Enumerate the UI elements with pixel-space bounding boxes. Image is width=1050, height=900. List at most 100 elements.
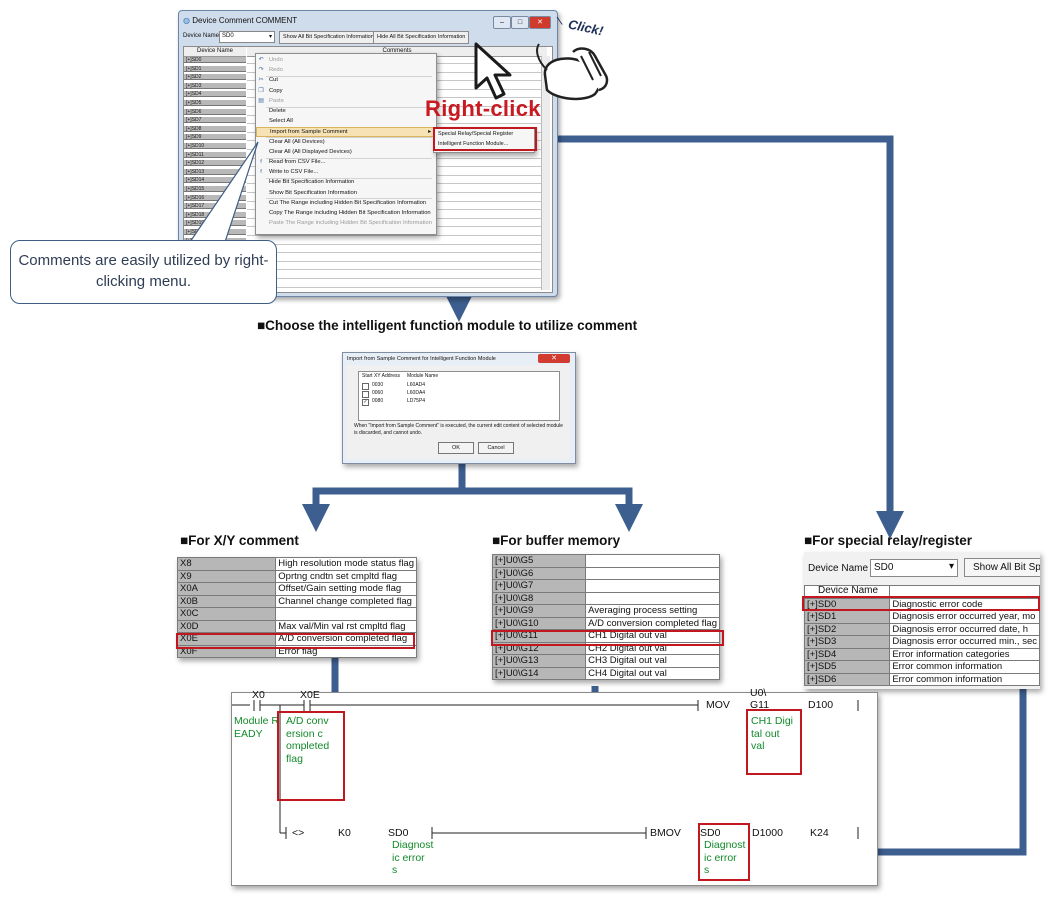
xy-row[interactable]: X0C [176,607,417,621]
comment-cell[interactable]: Diagnostic error code [889,597,1040,611]
context-menu-item[interactable]: ▤Paste [256,97,436,107]
device-cell: X9 [176,569,277,583]
show-all-bit-spec-button[interactable]: Show All Bit Specification Information [279,31,378,44]
grid-row-device[interactable]: [+]SD15 [184,186,246,192]
comment-cell[interactable]: Max val/Min val rst cmpltd flag [275,619,417,633]
bm-row[interactable]: [+]U0\G6 [491,566,720,580]
hide-all-bit-spec-button[interactable]: Hide All Bit Specification Information [373,31,470,44]
grid-row-device[interactable]: [+]SD9 [184,134,246,141]
grid-row-device[interactable]: [+]SD13 [184,168,246,175]
sr-device-name-select[interactable]: SD0 ▾ [870,559,958,577]
comment-cell[interactable]: Error information categories [889,647,1040,661]
comment-cell[interactable]: CH1 Digital out val [585,629,720,643]
comment-cell[interactable]: CH3 Digital out val [585,654,720,668]
comment-cell[interactable]: Diagnosis error occurred year, mo [889,610,1040,624]
comment-cell[interactable]: Error common information [889,660,1040,674]
grid-row-device[interactable]: [+]SD5 [184,100,246,106]
comment-cell[interactable] [585,554,720,568]
comment-cell[interactable]: Error common information [889,672,1040,686]
context-menu-item[interactable]: Show Bit Specification Information [256,189,436,199]
grid-row-device[interactable]: [+]SD1 [184,65,246,72]
context-menu-item[interactable]: Import from Sample Comment▸ [256,127,436,137]
grid-row-device[interactable]: [+]SD0 [184,57,246,63]
ok-button[interactable]: OK [438,442,474,454]
context-menu-item[interactable]: ✂Cut [256,76,436,86]
ladder-x0e-comment-line: flag [286,752,303,765]
comment-cell[interactable]: CH4 Digital out val [585,666,720,680]
comment-cell[interactable] [585,566,720,580]
module-checkbox[interactable] [362,383,369,390]
context-menu-item[interactable]: Hide Bit Specification Information [256,178,436,188]
comment-cell[interactable]: A/D conversion completed flag [585,616,720,630]
context-menu-item[interactable]: Clear All (All Displayed Devices) [256,148,436,158]
module-checkbox[interactable] [362,391,369,398]
context-menu-item[interactable]: Copy The Range including Hidden Bit Spec… [256,209,436,219]
bm-row[interactable]: [+]U0\G7 [491,579,720,593]
comment-cell[interactable]: High resolution mode status flag [275,557,417,571]
sr-show-all-button[interactable]: Show All Bit Spec [964,558,1040,577]
comment-cell[interactable]: Offset/Gain setting mode flag [275,582,417,596]
grid-row-device[interactable]: [+]SD6 [184,108,246,115]
bm-row[interactable]: [+]U0\G8 [491,591,720,605]
grid-row-device[interactable]: [+]SD10 [184,143,246,149]
ladder-x0e: X0E [300,689,320,701]
comment-cell[interactable]: Diagnosis error occurred min., sec [889,635,1040,649]
submenu-item-intelligent-module[interactable]: Intelligent Function Module... [438,141,509,147]
maximize-icon[interactable]: □ [511,16,529,29]
minimize-icon[interactable]: – [493,16,511,29]
close-icon[interactable]: ✕ [529,16,551,29]
comment-cell[interactable] [585,591,720,605]
context-menu-item[interactable]: Paste The Range including Hidden Bit Spe… [256,219,436,229]
ladder-u0-line1: U0\ [750,687,767,699]
grid-row-device[interactable]: [+]SD11 [184,151,246,158]
device-cell: [+]SD1 [804,610,891,624]
context-menu-item[interactable]: Cut The Range including Hidden Bit Speci… [256,199,436,209]
comment-cell[interactable] [585,579,720,593]
context-menu-item[interactable]: ↷Redo [256,66,436,76]
grid-row-device[interactable]: [+]SD3 [184,82,246,89]
dialog-close-icon[interactable]: ✕ [538,354,570,363]
context-menu-item[interactable]: Delete [256,107,436,117]
context-menu-item[interactable]: ❐Copy [256,87,436,97]
module-checkbox[interactable]: ✓ [362,399,369,406]
grid-row-device[interactable]: [+]SD4 [184,91,246,98]
comment-cell[interactable]: Averaging process setting [585,604,720,618]
device-name-select[interactable]: SD0 ▾ [219,31,275,43]
cancel-button[interactable]: Cancel [478,442,514,454]
grid-row-device[interactable]: [+]SD8 [184,125,246,132]
context-menu-item[interactable]: ↶Undo [256,56,436,66]
grid-row-device[interactable]: [+]SD7 [184,117,246,124]
bm-row[interactable]: [+]U0\G5 [491,554,720,568]
grid-row-device[interactable]: [+]SD14 [184,177,246,184]
scrollbar[interactable] [541,56,550,290]
comment-cell[interactable] [275,607,417,621]
comment-cell[interactable]: Channel change completed flag [275,594,417,608]
grid-row-device[interactable]: [+]SD2 [184,74,246,81]
context-menu-item[interactable]: Clear All (All Devices) [256,138,436,148]
comment-cell[interactable]: Oprtng cndtn set cmpltd flag [275,569,417,583]
context-menu-item[interactable]: Select All [256,117,436,127]
grid-row-device[interactable]: [+]SD12 [184,160,246,167]
grid-row-device[interactable]: [+]SD16 [184,194,246,201]
comment-cell[interactable]: Diagnosis error occurred date, h [889,622,1040,636]
submenu-item-special-relay[interactable]: Special Relay/Special Register [438,131,514,137]
